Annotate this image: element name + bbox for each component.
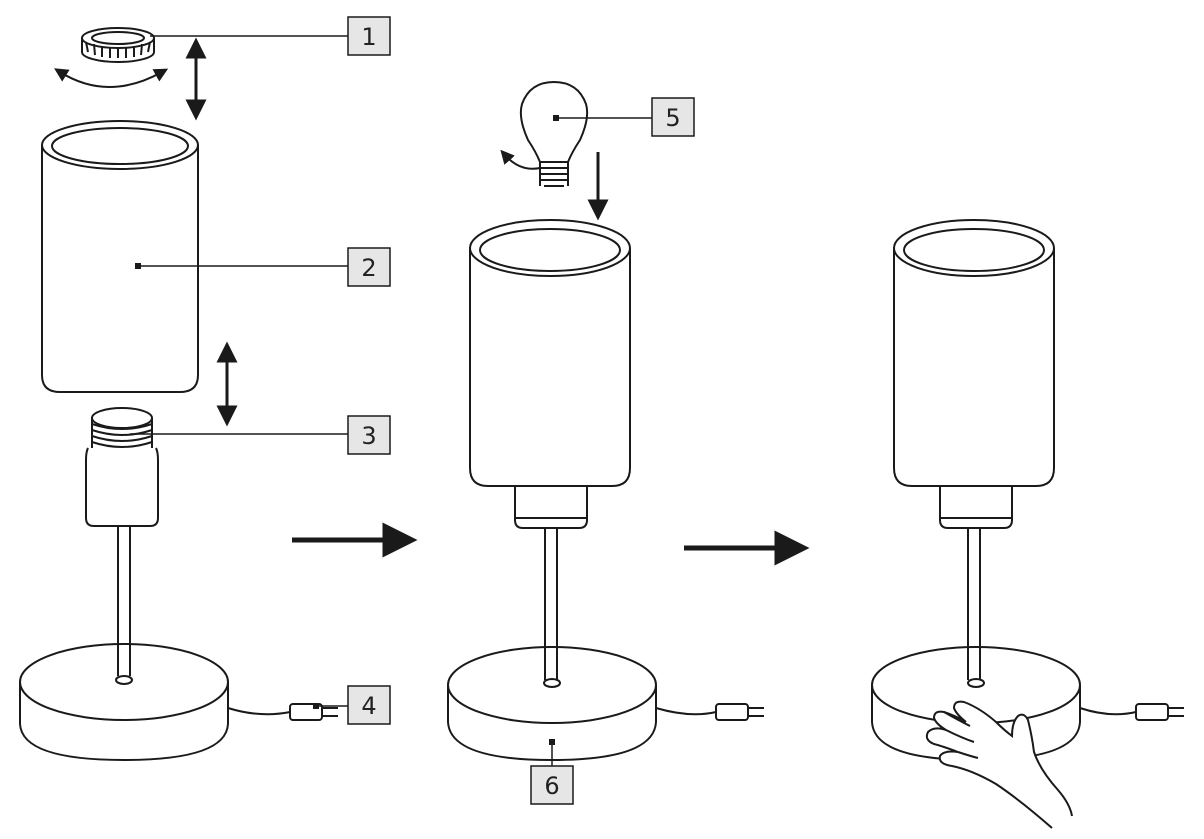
step-1-exploded-lamp [19,27,338,762]
lamp-stem [544,528,558,680]
callout-5: 5 [651,97,695,137]
lamp-shade [893,219,1055,487]
callout-6-label: 6 [544,772,559,800]
lamp-shade [41,120,199,393]
callout-1: 1 [347,16,391,56]
power-cord-plug [1079,703,1184,721]
shade-ring-nut [81,27,155,63]
power-cord-plug [227,703,338,721]
rotate-arrow [54,68,169,88]
lamp-stem [117,526,131,676]
lamp-base [19,643,229,762]
callout-4: 4 [347,685,391,725]
callout-3-label: 3 [361,422,376,450]
callout-2-label: 2 [361,254,376,282]
leader-lines [130,35,652,766]
lamp-holder [514,486,588,529]
step-2-assembled-lamp [447,80,764,762]
callout-3: 3 [347,415,391,455]
callout-5-label: 5 [665,104,680,132]
callout-1-label: 1 [361,23,376,51]
hand-icon [925,700,1073,829]
lamp-stem [967,528,981,680]
light-bulb [500,80,589,187]
lamp-holder [939,486,1013,529]
callout-6: 6 [530,765,574,805]
callout-4-label: 4 [361,692,376,720]
callout-2: 2 [347,247,391,287]
leader-dots [135,115,559,745]
power-cord-plug [655,703,764,721]
lamp-holder [85,407,159,527]
lamp-shade [469,219,631,487]
step-3-touch-lamp [871,219,1184,829]
